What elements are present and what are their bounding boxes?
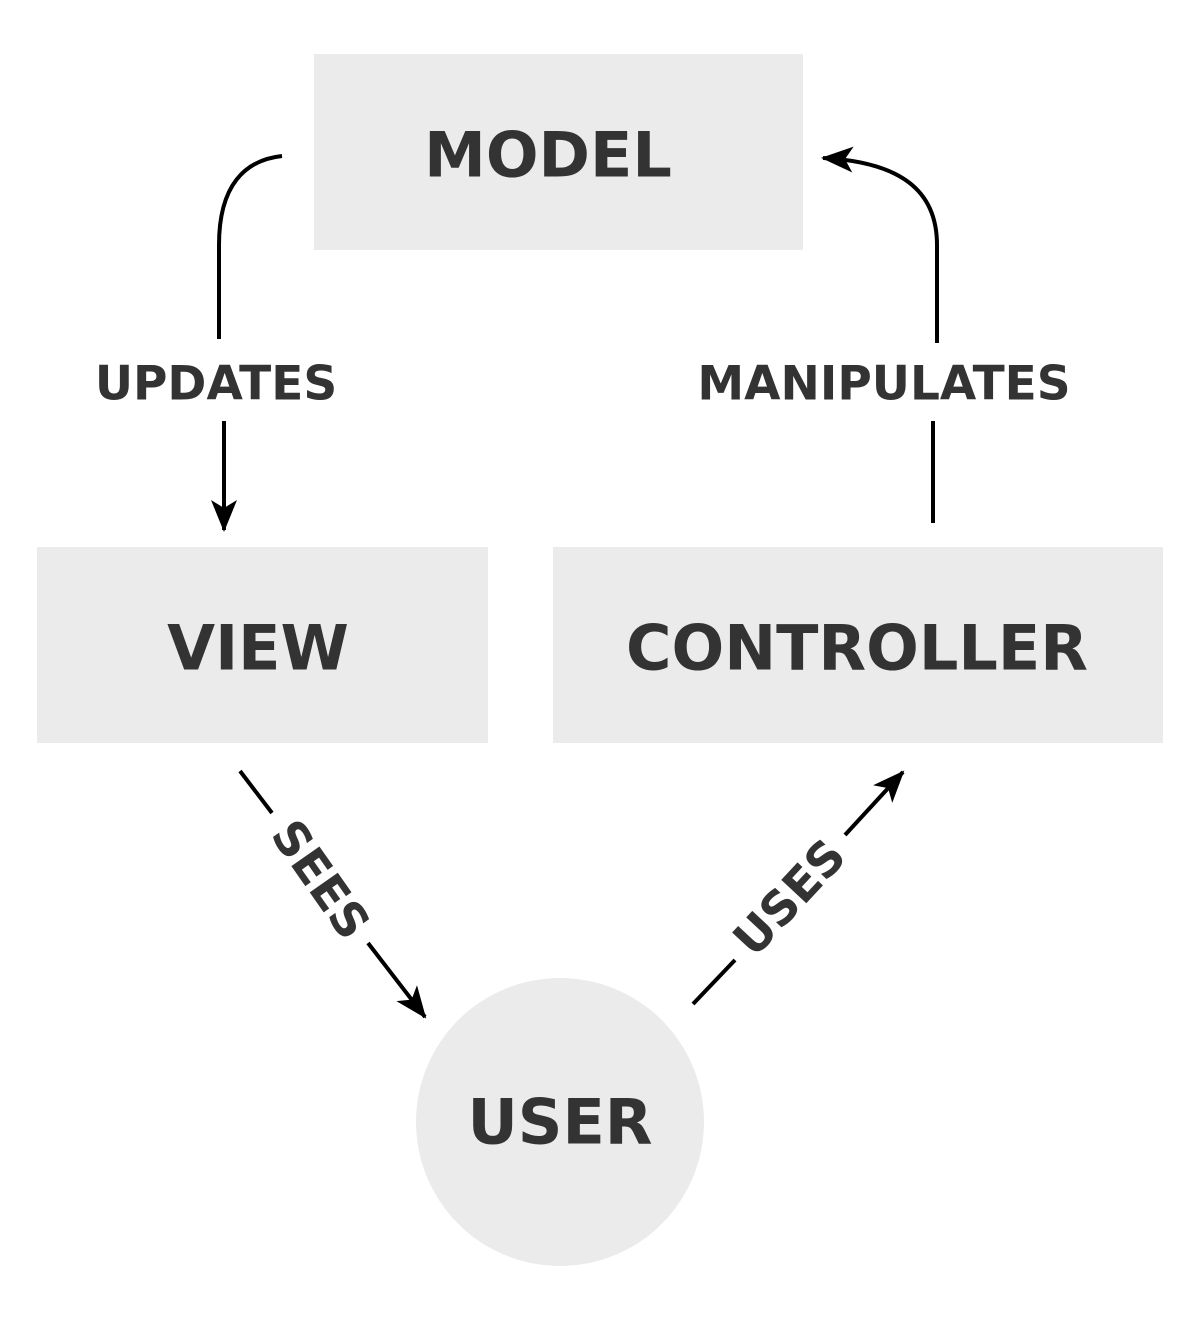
updates-line-top bbox=[217, 154, 283, 339]
edge-uses: USES bbox=[691, 770, 905, 1006]
edge-sees: SEES bbox=[238, 769, 427, 1019]
sees-line-top bbox=[238, 769, 274, 815]
uses-arrow bbox=[843, 770, 905, 837]
updates-label: UPDATES bbox=[95, 357, 337, 412]
model-label: MODEL bbox=[424, 119, 672, 192]
uses-line-bottom bbox=[691, 958, 737, 1006]
model-box bbox=[314, 54, 803, 250]
user-label: USER bbox=[467, 1086, 652, 1159]
controller-node: CONTROLLER bbox=[553, 547, 1163, 743]
edge-manipulates: MANIPULATES bbox=[697, 146, 1071, 523]
sees-label: SEES bbox=[260, 810, 381, 950]
view-label: VIEW bbox=[167, 612, 349, 685]
uses-label: USES bbox=[723, 829, 857, 967]
sees-arrow bbox=[366, 941, 427, 1019]
controller-box bbox=[553, 547, 1163, 743]
view-node: VIEW bbox=[37, 547, 488, 743]
user-circle bbox=[416, 978, 704, 1266]
view-box bbox=[37, 547, 488, 743]
controller-label: CONTROLLER bbox=[626, 612, 1088, 685]
user-node: USER bbox=[416, 978, 704, 1266]
manipulates-arrow bbox=[821, 146, 939, 343]
edge-updates: UPDATES bbox=[95, 154, 337, 532]
model-node: MODEL bbox=[314, 54, 803, 250]
manipulates-label: MANIPULATES bbox=[697, 357, 1070, 412]
